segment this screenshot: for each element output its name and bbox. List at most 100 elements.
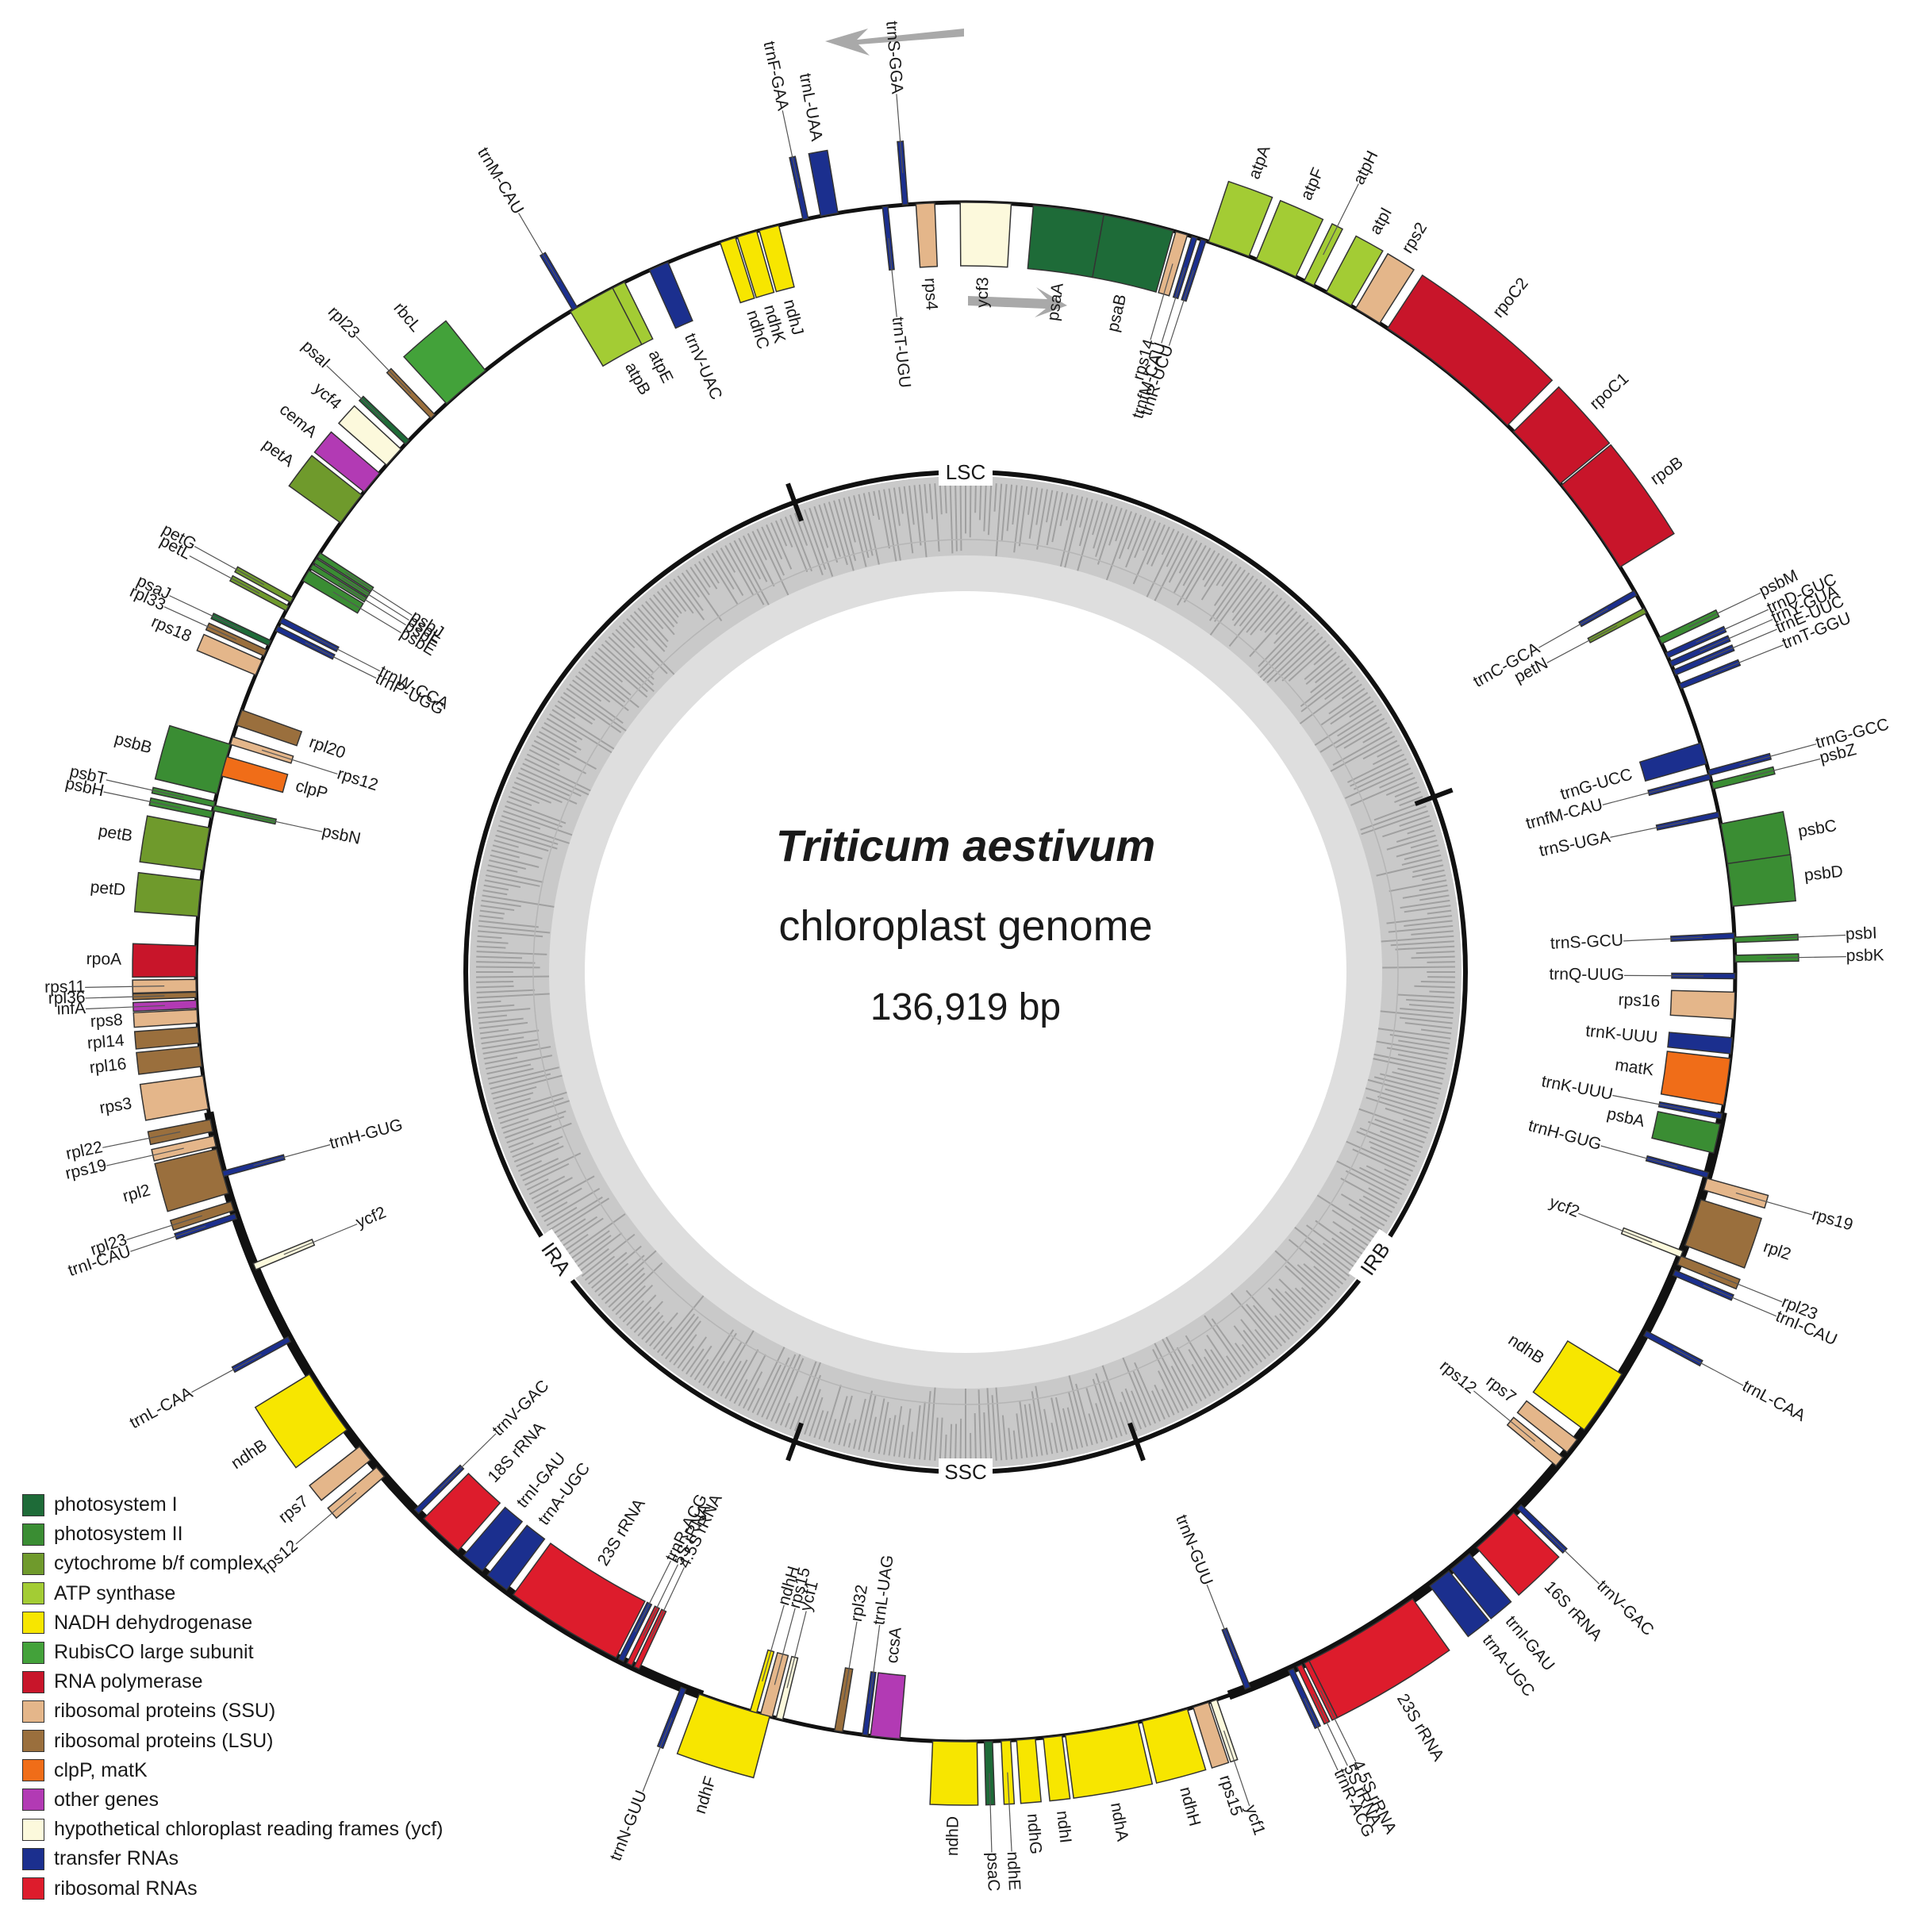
gene-rpl2 (1684, 1198, 1762, 1269)
gene-label: rps15 (1216, 1773, 1246, 1818)
gene-trni-gau (463, 1506, 524, 1572)
genome-title: Triticum aestivum (776, 820, 1155, 870)
legend-swatch (22, 1847, 44, 1870)
gene-label: rpl20 (307, 733, 348, 763)
direction-arrows (825, 29, 1067, 317)
gene-label: trnQ-UUG (1549, 965, 1624, 983)
gene-16s-rrna (1475, 1512, 1560, 1596)
gene-leader-line (126, 1215, 202, 1241)
center-label: Triticum aestivum chloroplast genome 136… (776, 820, 1155, 1028)
gene-leader-line (1610, 820, 1688, 838)
gene-leader-line (85, 1005, 165, 1010)
legend-item: ribosomal proteins (SSU) (22, 1696, 593, 1726)
gene-18s-rrna (423, 1472, 501, 1552)
gene-label: trnM-CAU (474, 144, 527, 217)
legend-label: cytochrome b/f complex (54, 1552, 263, 1575)
gene-trnr-ucu (1181, 238, 1207, 302)
gene-leader-line (261, 749, 338, 774)
gene-rps15 (759, 1651, 789, 1718)
gene-label: rps4 (921, 278, 941, 311)
gene-label: psaC (983, 1852, 1002, 1892)
gene-ccsa (870, 1672, 906, 1740)
gene-label: rps8 (90, 1011, 123, 1031)
legend-swatch (22, 1789, 44, 1812)
gene-label: atpB (621, 359, 654, 398)
gene-psaa (1027, 204, 1105, 279)
gene-label: trnS-GGA (882, 21, 906, 95)
legend-swatch (22, 1700, 44, 1723)
gene-label: rpl23 (325, 303, 363, 343)
legend-item: RubisCO large subunit (22, 1638, 593, 1667)
gene-petd (133, 871, 202, 917)
legend-swatch (22, 1818, 44, 1841)
gene-label: trnN-GUU (1172, 1512, 1216, 1588)
gene-label: 23S rRNA (594, 1496, 649, 1570)
gene-label: clpP (294, 777, 330, 803)
gene-leader-line (85, 995, 165, 999)
gene-rps12 (229, 736, 294, 764)
legend-item: NADH dehydrogenase (22, 1608, 593, 1638)
region-label-bg (1348, 1228, 1402, 1289)
gene-leader-line (1739, 743, 1817, 766)
gene-leader-line (774, 1608, 796, 1685)
gene-leader-line (1168, 270, 1194, 346)
gene-label: rps16 (1618, 990, 1660, 1010)
legend-label: RNA polymerase (54, 1670, 203, 1693)
gene-ycf2 (1620, 1227, 1684, 1258)
gene-label: rps7 (1483, 1372, 1519, 1406)
gene-label: petA (259, 436, 297, 471)
gene-trnw-cca (278, 617, 340, 652)
gene-rpl2 (154, 1148, 229, 1212)
legend-item: ribosomal proteins (LSU) (22, 1727, 593, 1756)
gene-leader-line (189, 555, 260, 594)
gc-content-histogram (476, 482, 1455, 1462)
gene-label: ndhD (943, 1816, 962, 1857)
gene-leader-line (106, 779, 184, 798)
gene-label: rpoB (1647, 453, 1686, 488)
region-label-group: LSC (939, 459, 993, 486)
gene-leader-line (106, 1147, 184, 1166)
gene-atpe (612, 281, 654, 346)
region-label-bg (939, 1458, 993, 1485)
gene-rps18 (196, 633, 263, 676)
gene-label: ycf3 (973, 277, 992, 308)
legend-item: hypothetical chloroplast reading frames … (22, 1815, 593, 1844)
gene-leader-line (1703, 628, 1777, 661)
gene-label: ycf2 (1547, 1193, 1582, 1221)
gene-psbe (302, 569, 364, 614)
gene-leader-line (244, 814, 323, 832)
gene-label: trnH-GUG (328, 1116, 405, 1153)
gene-leader-line (786, 1611, 807, 1689)
gene-trnl-uag (862, 1671, 877, 1736)
gene-leader-line (643, 1564, 678, 1636)
legend-item: transfer RNAs (22, 1844, 593, 1873)
gene-label: trnS-GCU (1550, 931, 1623, 952)
gene-leader-line (130, 1225, 206, 1252)
legend-swatch (22, 1493, 44, 1516)
gene-leader-line (326, 365, 385, 421)
gene-label: ndhB (1505, 1331, 1548, 1367)
gene-trnfm-cau (1172, 235, 1198, 300)
gene-label: atpF (1297, 165, 1327, 203)
legend-item: photosystem I (22, 1490, 593, 1520)
gene-label: ycf4 (310, 379, 345, 413)
region-boundary (1414, 787, 1454, 806)
gene-leader-line (518, 213, 559, 282)
gene-leader-line (1578, 1212, 1653, 1243)
gene-leader-line (1766, 956, 1846, 959)
gene-leader-line (1312, 1693, 1348, 1766)
gene-rps7 (309, 1445, 371, 1501)
gene-label: ndhI (1053, 1810, 1074, 1844)
gene-label: ndhA (1107, 1801, 1131, 1842)
legend-item: clpP, matK (22, 1756, 593, 1785)
gene-label: rpl36 (48, 988, 85, 1007)
gene-label: psaA (1044, 282, 1067, 322)
gene-label: rpl16 (89, 1055, 128, 1077)
gene-peta (288, 455, 363, 524)
gene-ndhi (1043, 1735, 1071, 1802)
gene-rpoa (132, 943, 198, 978)
gene-leader-line (1538, 608, 1608, 648)
gene-rps4 (915, 202, 939, 268)
